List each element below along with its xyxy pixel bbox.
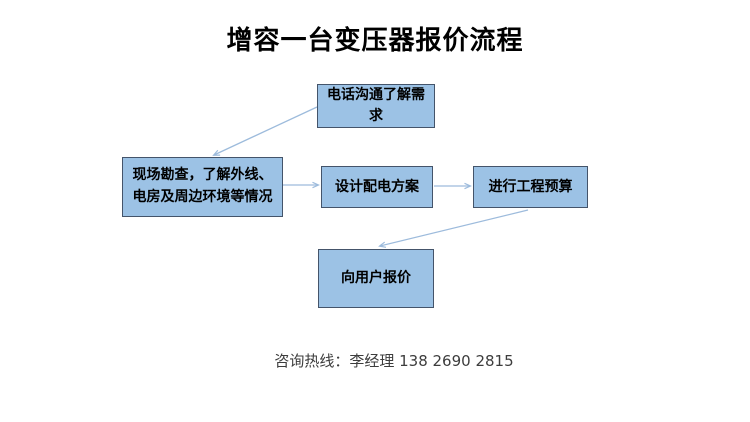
flow-node-phone-communication: 电话沟通了解需求 xyxy=(317,84,435,128)
connector-budget-to-quote xyxy=(378,209,529,248)
flow-node-quote-to-user: 向用户报价 xyxy=(318,249,434,308)
hotline-text: 咨询热线：李经理 138 2690 2815 xyxy=(274,352,514,370)
flow-node-project-budget: 进行工程预算 xyxy=(473,166,588,208)
flow-node-site-survey: 现场勘查，了解外线、电房及周边环境等情况 xyxy=(122,157,283,217)
flow-node-design-plan: 设计配电方案 xyxy=(321,166,433,208)
connector-phone-to-survey xyxy=(212,106,318,156)
page-title: 增容一台变压器报价流程 xyxy=(226,26,524,56)
